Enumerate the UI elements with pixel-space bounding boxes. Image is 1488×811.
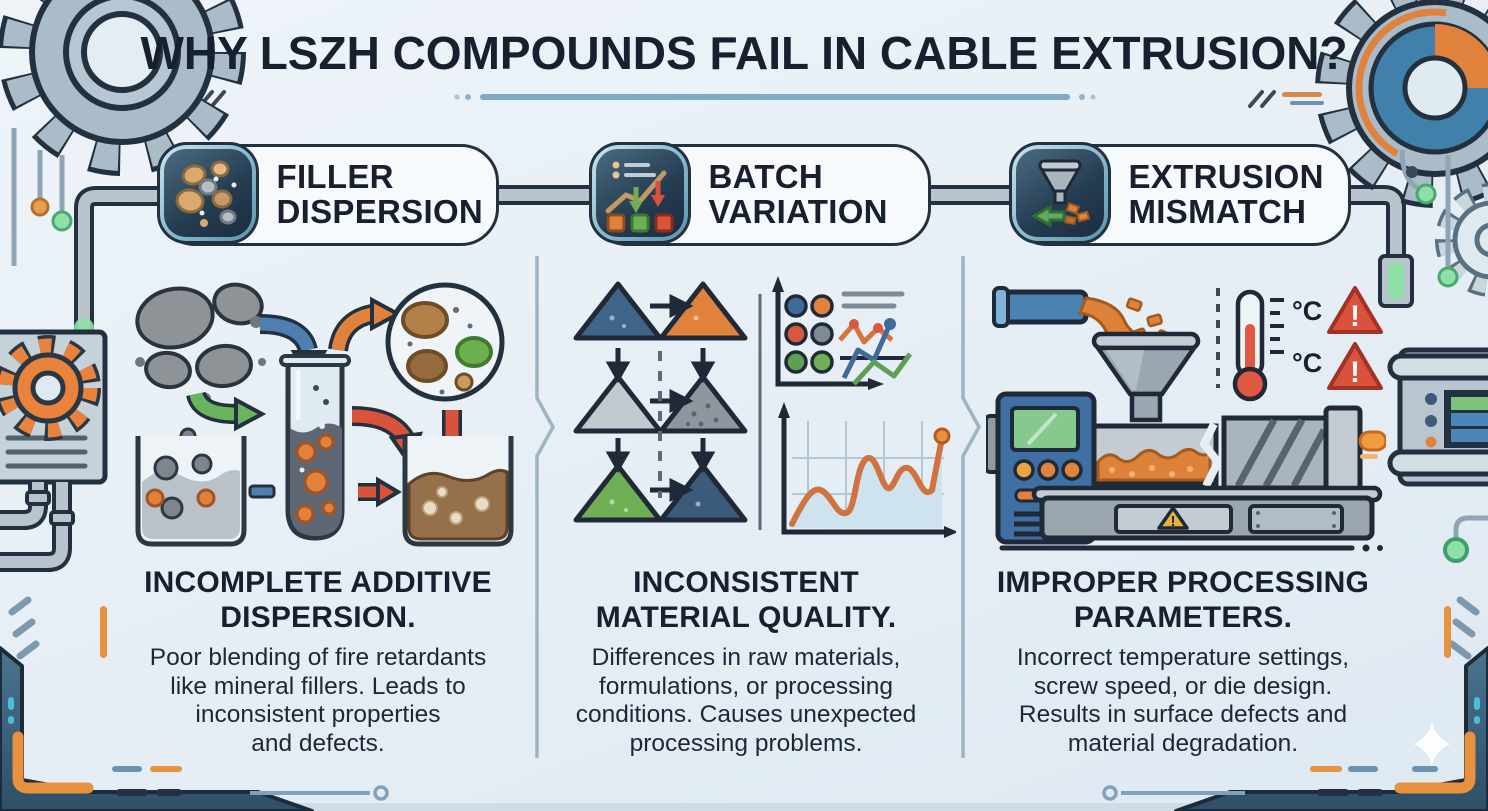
column-body-filler: Poor blending of fire retardants like mi… bbox=[149, 644, 487, 757]
bottom-node-lines bbox=[250, 785, 1245, 801]
quality-scatter-chart bbox=[772, 276, 913, 390]
svg-text:!: ! bbox=[1350, 300, 1360, 333]
thermometer-icon bbox=[1232, 289, 1284, 402]
right-beaker bbox=[402, 436, 514, 547]
gear-icon bbox=[1315, 0, 1488, 208]
column-body-extrusion: Incorrect temperature settings, screw sp… bbox=[1016, 644, 1350, 757]
gear-icon bbox=[0, 335, 101, 441]
column-heading-extrusion: IMPROPER PROCESSING PARAMETERS. bbox=[996, 566, 1370, 634]
pill-label: EXTRUSION MISMATCH bbox=[1128, 158, 1324, 230]
green-arrow bbox=[186, 390, 267, 432]
filler-dispersion-illustration bbox=[135, 282, 514, 547]
warning-triangle-icon: ! bbox=[1327, 286, 1383, 334]
warning-triangle-icon: ! bbox=[1157, 506, 1189, 530]
header-pill-filler-dispersion: FILLER DISPERSION bbox=[156, 142, 499, 246]
pile-speckles-light bbox=[609, 315, 701, 512]
corner-frame-left bbox=[0, 596, 314, 811]
svg-text:!: ! bbox=[1350, 356, 1360, 389]
title-underline bbox=[150, 90, 1324, 108]
pile-speckles bbox=[686, 403, 719, 427]
header-pill-batch-variation: BATCH VARIATION bbox=[588, 142, 931, 246]
control-box bbox=[1387, 347, 1488, 563]
hopper-funnel bbox=[1091, 331, 1201, 423]
sparkle-icon bbox=[1413, 722, 1451, 766]
orange-arrow bbox=[328, 296, 403, 352]
magnified-view-circle bbox=[385, 282, 505, 402]
column-heading-batch: INCONSISTENT MATERIAL QUALITY. bbox=[595, 566, 897, 634]
connector-pipes bbox=[74, 185, 1414, 338]
gear-icon bbox=[0, 0, 246, 176]
header-pill-extrusion-mismatch: EXTRUSION MISMATCH bbox=[1008, 142, 1351, 246]
extrusion-mismatch-illustration: °C °C ! ! bbox=[986, 286, 1386, 552]
agglomerate-clumps bbox=[135, 282, 264, 390]
temperature-label: °C bbox=[1292, 348, 1322, 378]
warning-triangle-icon: ! bbox=[1327, 342, 1383, 390]
temperature-label: °C bbox=[1292, 296, 1322, 326]
flow-arrows bbox=[605, 293, 716, 503]
filler-particles-icon bbox=[156, 142, 259, 245]
extruder-hopper-icon bbox=[1008, 142, 1111, 245]
column-heading-filler: INCOMPLETE ADDITIVE DISPERSION. bbox=[144, 566, 492, 634]
column-body-batch: Differences in raw materials, formulatio… bbox=[575, 644, 917, 757]
pill-label: BATCH VARIATION bbox=[708, 158, 888, 230]
pill-label: FILLER DISPERSION bbox=[276, 158, 484, 230]
svg-text:!: ! bbox=[1171, 513, 1176, 530]
extruder-machine: ! bbox=[986, 391, 1386, 552]
test-tube bbox=[279, 354, 351, 541]
tank-machine bbox=[0, 329, 108, 572]
page-title: WHY LSZH COMPOUNDS FAIL IN CABLE EXTRUSI… bbox=[140, 27, 1348, 79]
circuit-lines-left bbox=[11, 128, 73, 266]
trend-area-chart bbox=[778, 402, 956, 538]
bottom-band bbox=[0, 803, 1488, 811]
circuit-lines-right bbox=[1399, 149, 1459, 288]
red-arrow-small bbox=[358, 476, 402, 508]
batch-chart-icon bbox=[588, 142, 691, 245]
blue-dash bbox=[248, 484, 276, 499]
column-dividers bbox=[535, 256, 981, 758]
corner-frame-right bbox=[1174, 596, 1488, 811]
batch-variation-illustration bbox=[573, 276, 956, 538]
left-beaker bbox=[135, 427, 247, 547]
